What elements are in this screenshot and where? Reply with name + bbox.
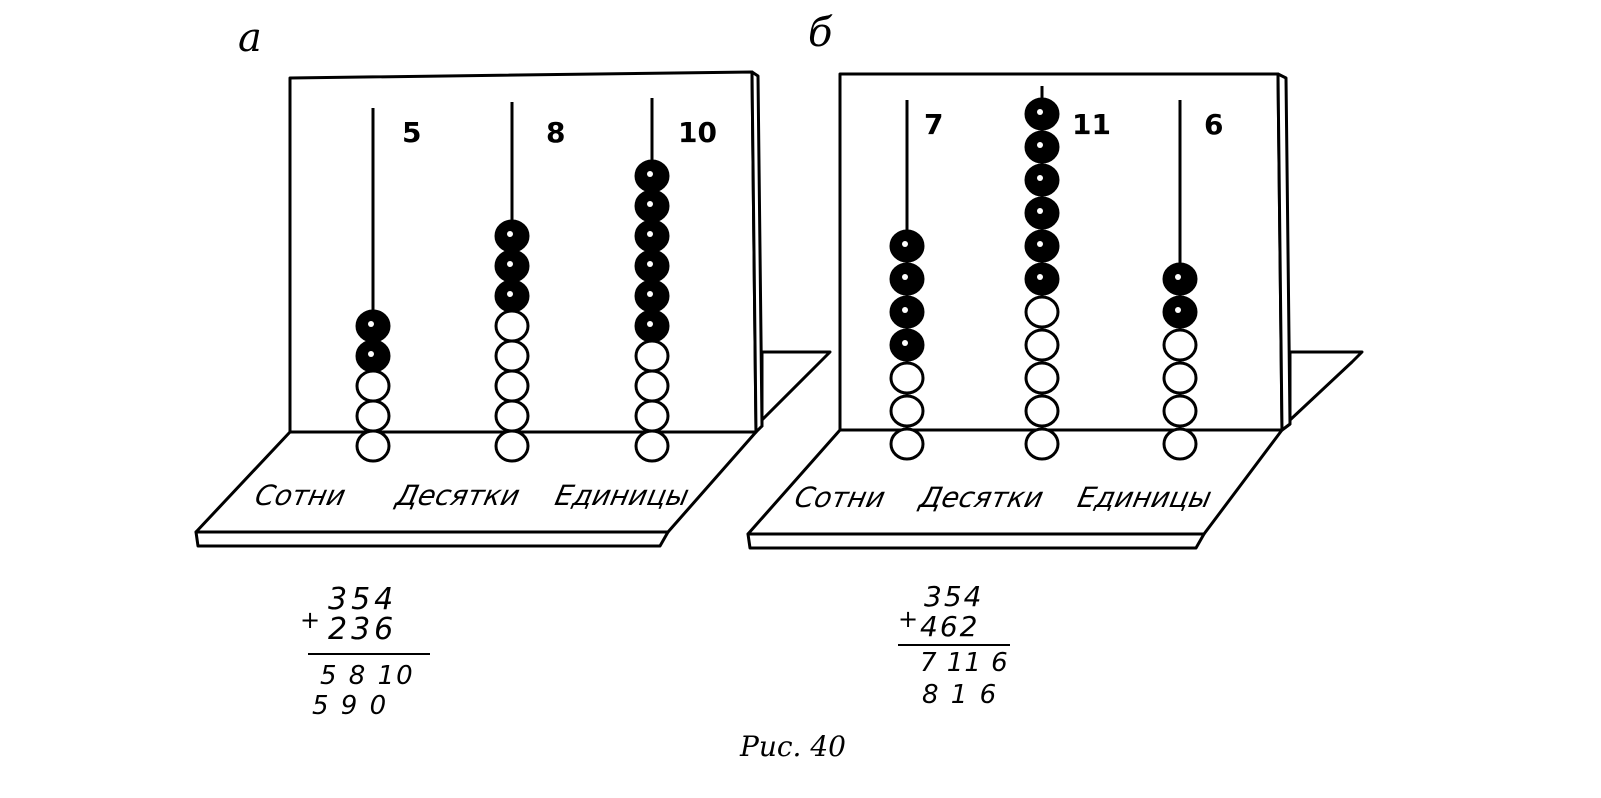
bead-highlight <box>902 340 908 346</box>
addend-2-b: 462 <box>920 610 980 643</box>
stand-base-edge <box>194 530 670 548</box>
bead-highlight <box>647 201 653 207</box>
result-a: 5 9 0 <box>312 691 389 721</box>
bead-highlight <box>368 351 374 357</box>
white-bead <box>634 429 670 463</box>
rod-count-label: 11 <box>1072 108 1111 141</box>
bead-highlight <box>1037 142 1043 148</box>
place-value-label: Сотни <box>252 479 348 512</box>
stand-base-edge <box>746 532 1206 550</box>
plus-sign-a: + <box>300 606 325 634</box>
place-value-label: Единицы <box>1075 481 1215 514</box>
white-bead <box>355 429 391 463</box>
sum-rule-a <box>308 653 430 655</box>
white-bead <box>494 399 530 433</box>
white-bead <box>889 394 925 428</box>
stand-side-support <box>1280 350 1364 432</box>
bead-highlight <box>647 171 653 177</box>
addend-1-a: 354 <box>328 582 398 617</box>
white-bead <box>1024 295 1060 329</box>
bead-highlight <box>507 291 513 297</box>
white-bead <box>634 369 670 403</box>
bead-highlight <box>902 307 908 313</box>
white-bead <box>494 429 530 463</box>
white-bead <box>494 309 530 343</box>
addend-1-b: 354 <box>924 580 984 613</box>
white-bead <box>634 399 670 433</box>
panel-letter-a: а <box>238 15 262 61</box>
result-b: 8 1 6 <box>922 680 999 710</box>
stand-back-board-edge <box>750 70 764 434</box>
bead-highlight <box>647 291 653 297</box>
bead-highlight <box>1037 175 1043 181</box>
bead-highlight <box>902 241 908 247</box>
white-bead <box>889 427 925 461</box>
bead-highlight <box>1037 274 1043 280</box>
white-bead <box>1024 427 1060 461</box>
white-bead <box>355 399 391 433</box>
bead-highlight <box>1175 307 1181 313</box>
rod-count-label: 8 <box>546 116 565 149</box>
bead-highlight <box>902 274 908 280</box>
bead-highlight <box>647 261 653 267</box>
white-bead <box>1162 427 1198 461</box>
white-bead <box>355 369 391 403</box>
rod-count-label: 7 <box>924 108 943 141</box>
place-value-label: Сотни <box>792 481 888 514</box>
figure-caption: Рис. 40 <box>740 730 846 763</box>
white-bead <box>1162 361 1198 395</box>
rod-count-label: 10 <box>678 116 717 149</box>
bead-highlight <box>1175 274 1181 280</box>
place-value-label: Единицы <box>552 479 692 512</box>
white-bead <box>1024 361 1060 395</box>
bead-highlight <box>507 261 513 267</box>
bead-highlight <box>1037 208 1043 214</box>
white-bead <box>494 339 530 373</box>
rod-count-label: 5 <box>402 116 421 149</box>
bead-highlight <box>647 231 653 237</box>
white-bead <box>889 361 925 395</box>
stand-side-support <box>750 350 832 434</box>
white-bead <box>634 339 670 373</box>
partial-sum-b: 7 11 6 <box>920 648 1009 678</box>
white-bead <box>1024 394 1060 428</box>
stand-back-board-edge <box>1276 72 1292 432</box>
bead-highlight <box>368 321 374 327</box>
white-bead <box>1024 328 1060 362</box>
calculation-a: + 354 236 5 8 10 5 9 0 <box>300 585 430 795</box>
place-value-label: Десятки <box>391 479 523 512</box>
place-value-label: Десятки <box>915 481 1047 514</box>
white-bead <box>1162 328 1198 362</box>
bead-highlight <box>1037 109 1043 115</box>
partial-sum-a: 5 8 10 <box>320 661 415 691</box>
white-bead <box>1162 394 1198 428</box>
panel-letter-b: б <box>808 10 833 56</box>
white-bead <box>494 369 530 403</box>
plus-sign-b: + <box>898 605 923 633</box>
addend-2-a: 236 <box>328 612 398 647</box>
bead-highlight <box>507 231 513 237</box>
bead-highlight <box>1037 241 1043 247</box>
sum-rule-b <box>898 644 1010 646</box>
rod-count-label: 6 <box>1204 108 1223 141</box>
calculation-b: + 354 462 7 11 6 8 1 6 <box>898 582 1010 792</box>
bead-highlight <box>647 321 653 327</box>
